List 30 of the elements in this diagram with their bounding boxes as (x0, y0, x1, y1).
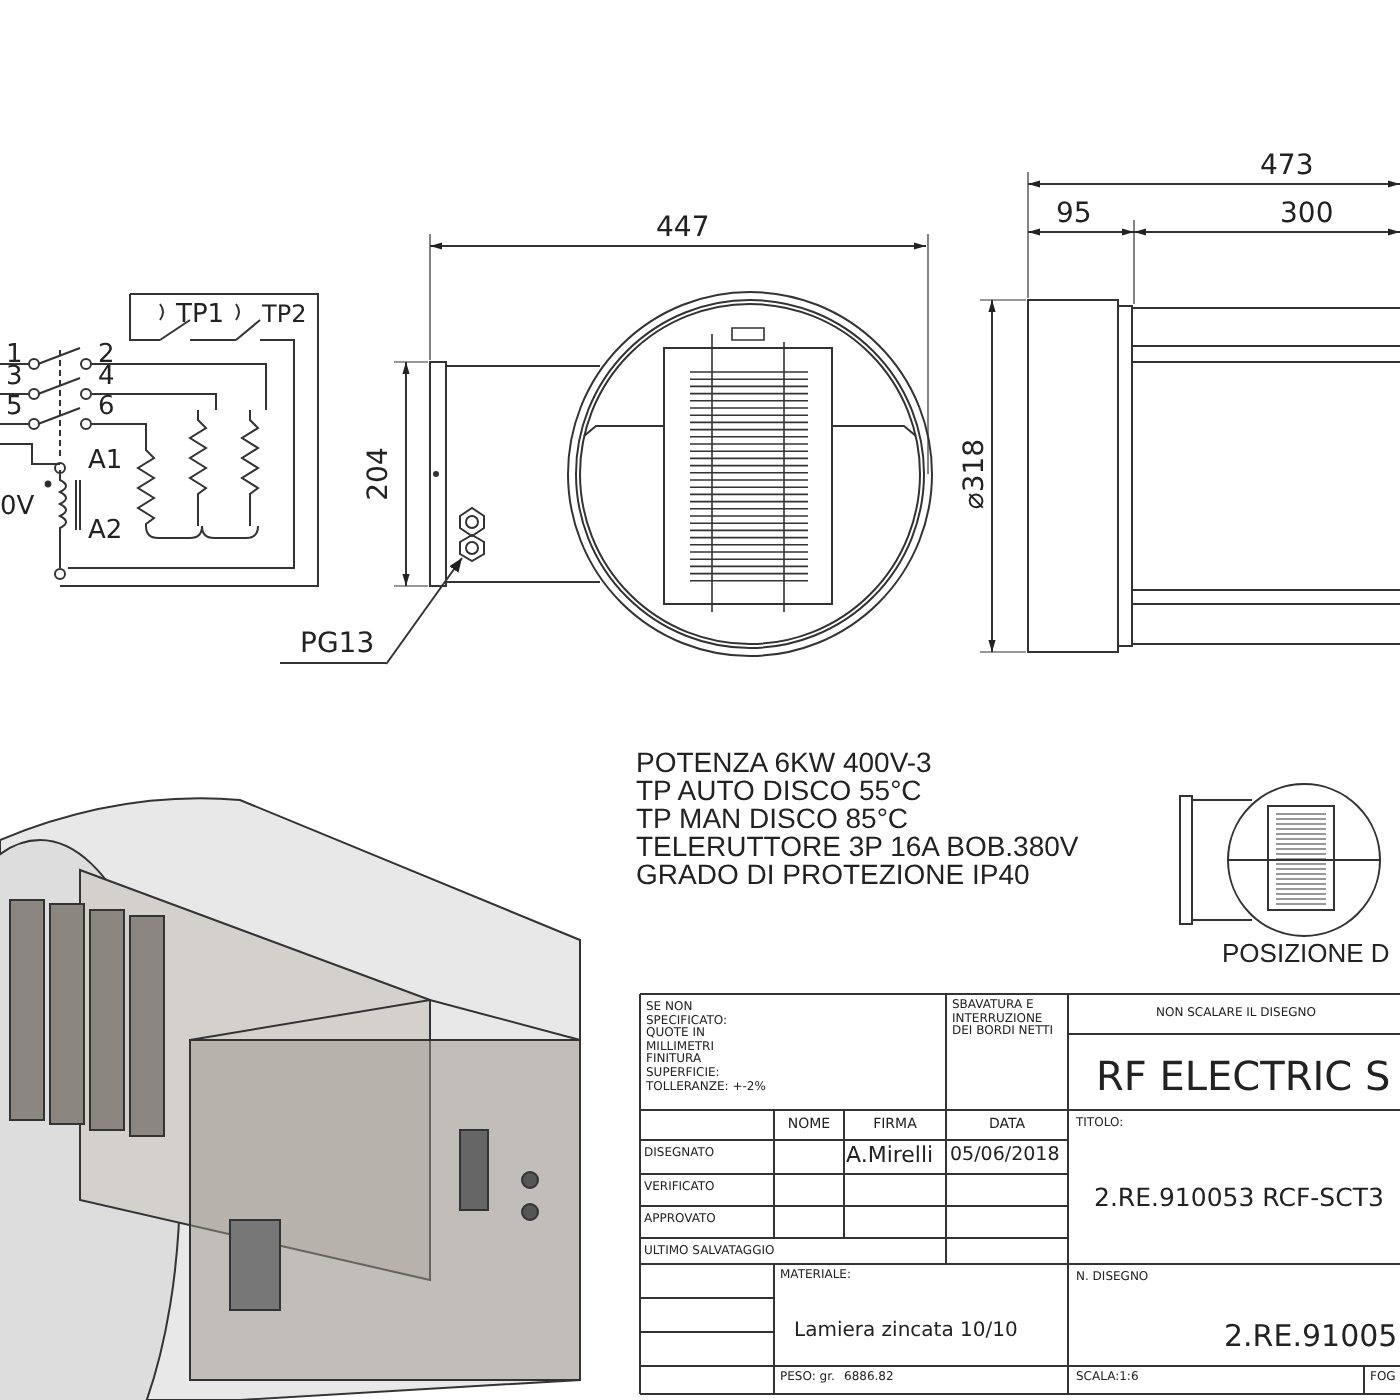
dimension-value: 204 (364, 447, 396, 501)
dimension-value: 473 (1260, 152, 1314, 183)
terminal-label: 5 (6, 394, 23, 423)
terminal-label: A2 (88, 518, 123, 547)
leader-text: PG13 (280, 628, 387, 664)
spec-note: TP MAN DISCO 85°C (636, 804, 909, 835)
terminal-label: TP1 (176, 302, 225, 331)
terminal-label: 3 (6, 364, 23, 393)
terminal-label: 4 (98, 364, 115, 393)
title-block-text: 2.RE.910053 RCF-SCT3 (1094, 1184, 1384, 1212)
dimension-value: ⌀318 (960, 438, 992, 510)
terminal-label: 0V (0, 494, 35, 523)
dimension-value: 300 (1280, 200, 1334, 231)
title-block-text: 2.RE.91005 (1224, 1320, 1398, 1353)
spec-note: TELERUTTORE 3P 16A BOB.380V (636, 832, 1079, 863)
spec-note: GRADO DI PROTEZIONE IP40 (636, 860, 1030, 891)
title-block-text: A.Mirelli (846, 1144, 934, 1169)
view-caption: POSIZIONE D (1222, 940, 1390, 969)
title-block-text: Lamiera zincata 10/10 (794, 1320, 1018, 1342)
leader-line (385, 557, 463, 665)
title-block-text: 05/06/2018 (950, 1146, 1060, 1167)
spec-note: POTENZA 6KW 400V-3 (636, 748, 932, 779)
title-block-text: RF ELECTRIC S (1096, 1054, 1391, 1098)
dimension-value: 447 (656, 214, 710, 245)
terminal-label: TP2 (262, 302, 307, 329)
dimension-value: 95 (1056, 200, 1092, 231)
spec-note: TP AUTO DISCO 55°C (636, 776, 922, 807)
terminal-label: A1 (88, 448, 123, 477)
terminal-label: 6 (98, 394, 115, 423)
cable-gland-icon (458, 534, 486, 562)
